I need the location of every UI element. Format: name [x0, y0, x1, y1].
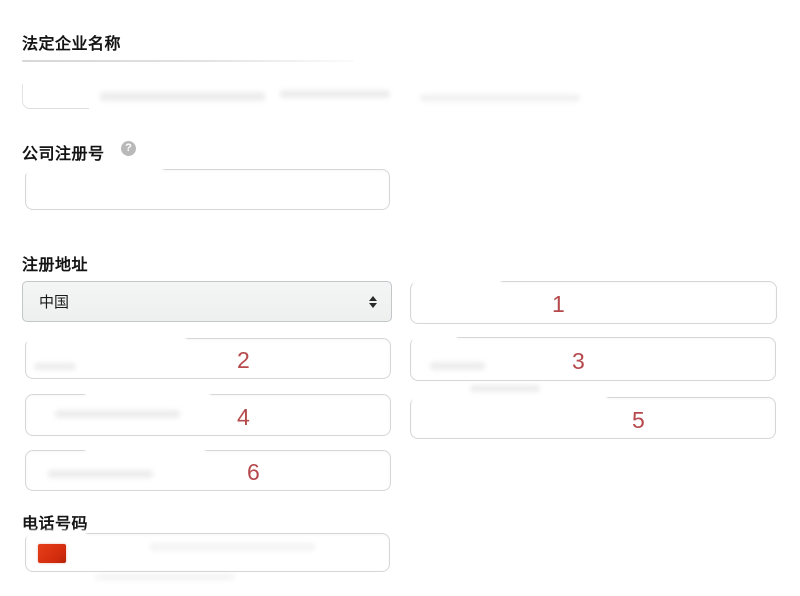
blur-artifact: [412, 333, 457, 342]
help-question-icon[interactable]: ?: [121, 141, 136, 156]
annotation-1: 1: [552, 291, 565, 317]
address-input-2[interactable]: [25, 338, 391, 379]
blur-artifact: [430, 362, 485, 370]
blur-artifact: [55, 410, 180, 418]
annotation-3: 3: [572, 348, 585, 374]
blur-artifact: [95, 574, 235, 580]
help-question-glyph: ?: [125, 142, 132, 154]
address-input-1[interactable]: [410, 281, 777, 324]
blur-artifact: [413, 277, 501, 285]
annotation-6: 6: [247, 459, 260, 485]
annotation-4: 4: [237, 404, 250, 430]
address-input-6[interactable]: [25, 450, 391, 491]
phone-input[interactable]: [25, 533, 390, 572]
company-reg-label: 公司注册号: [22, 146, 105, 163]
blur-artifact: [412, 393, 607, 402]
blur-artifact: [100, 92, 265, 101]
redacted-legal-name-value: [22, 84, 89, 109]
blur-artifact: [26, 530, 86, 538]
blur-artifact: [26, 334, 186, 343]
blur-artifact: [34, 363, 76, 370]
address-label: 注册地址: [22, 257, 89, 274]
select-updown-icon: [369, 295, 377, 308]
blur-artifact: [25, 165, 163, 174]
legal-name-label: 法定企业名称: [22, 36, 122, 53]
blur-artifact: [150, 543, 315, 551]
blur-artifact: [280, 90, 390, 98]
divider: [22, 60, 354, 62]
country-select[interactable]: 中国: [22, 281, 392, 322]
country-select-value: 中国: [39, 294, 70, 311]
address-input-5[interactable]: [410, 397, 776, 439]
china-flag-icon: [38, 544, 66, 563]
blur-artifact: [420, 94, 580, 102]
blur-artifact: [85, 390, 210, 399]
blur-artifact: [85, 446, 205, 455]
annotation-2: 2: [237, 347, 250, 373]
company-reg-input[interactable]: [25, 169, 390, 210]
annotation-5: 5: [632, 407, 645, 433]
blur-artifact: [48, 470, 153, 478]
address-input-3[interactable]: [410, 337, 776, 381]
phone-label: 电话号码: [22, 516, 89, 533]
blur-artifact: [470, 385, 540, 392]
